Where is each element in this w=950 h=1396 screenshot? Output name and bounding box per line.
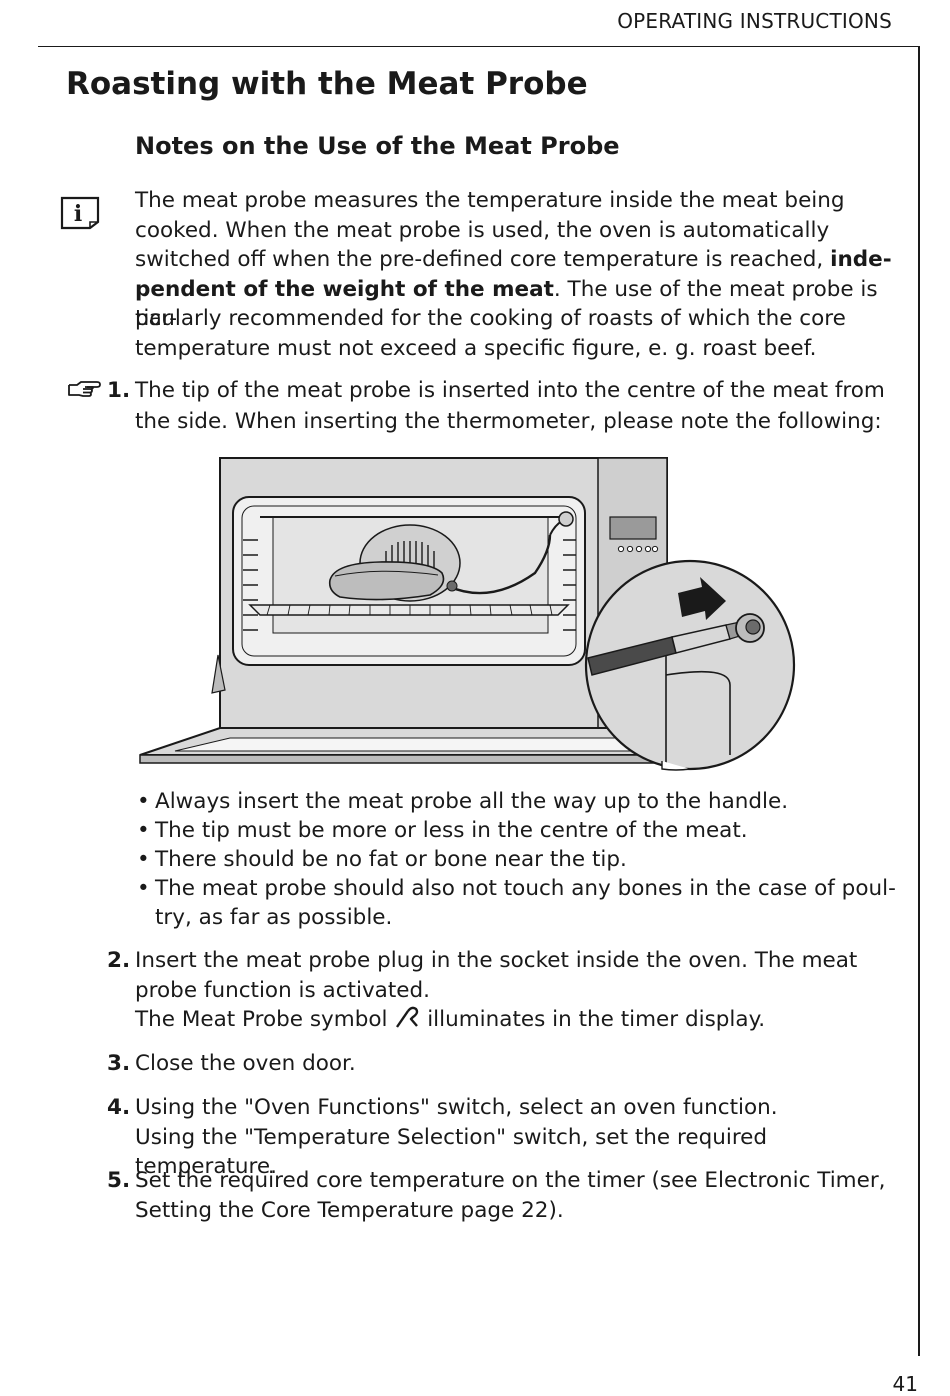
note-line-5: ticularly recommended for the cooking of…	[135, 306, 846, 331]
step-3-line-1: Close the oven door.	[135, 1051, 356, 1076]
meat-probe-icon	[396, 1006, 419, 1028]
note-line-6: temperature must not exceed a specific f…	[135, 335, 817, 361]
bullet-glyph: •	[137, 876, 150, 901]
step-4-line-1: Using the "Oven Functions" switch, selec…	[135, 1095, 778, 1120]
bullet-item-3: •There should be no fat or bone near the…	[137, 845, 627, 874]
note-bold-a: inde-	[830, 247, 892, 272]
step-4-line-2: Using the "Temperature Selection" switch…	[135, 1124, 768, 1180]
page-number: 41	[892, 1372, 918, 1396]
step-5-number: 5.	[107, 1168, 131, 1193]
note-bold-b: pendent of the weight of the meat	[135, 276, 554, 302]
oven-with-meat-probe-illustration	[139, 457, 796, 771]
svg-text:i: i	[74, 201, 82, 227]
bullet-item-1: •Always insert the meat probe all the wa…	[137, 787, 788, 816]
right-margin-rule	[918, 46, 920, 1356]
info-icon: i	[60, 196, 100, 230]
step-1-number: 1.	[107, 378, 131, 403]
section-title: Notes on the Use of the Meat Probe	[135, 132, 620, 160]
step-1-line-2: the side. When inserting the thermometer…	[135, 409, 882, 434]
bullet-4-text: The meat probe should also not touch any…	[155, 876, 896, 901]
note-line-2: cooked. When the meat probe is used, the…	[135, 217, 830, 243]
step-2-number: 2.	[107, 948, 131, 973]
note-line-3-text: switched off when the pre-defined core t…	[135, 247, 824, 272]
step-2-line-1: Insert the meat probe plug in the socket…	[135, 948, 858, 973]
bullet-2-text: The tip must be more or less in the cent…	[155, 818, 748, 843]
step-2-line-3: The Meat Probe symbol illuminates in the…	[135, 1005, 900, 1035]
bullet-item-4: •The meat probe should also not touch an…	[137, 874, 896, 903]
step-3-number: 3.	[107, 1051, 131, 1076]
header-rule	[38, 46, 920, 47]
step-4-number: 4.	[107, 1095, 131, 1120]
note-rest-a: . The use of the meat probe is par-	[135, 276, 878, 332]
bullet-glyph: •	[137, 789, 150, 814]
note-line-3: switched off when the pre-defined core t…	[135, 245, 900, 275]
bullet-item-4-cont: try, as far as possible.	[155, 905, 393, 930]
bullet-glyph: •	[137, 847, 150, 872]
note-line-1: The meat probe measures the temperature …	[135, 188, 845, 213]
note-line-4: pendent of the weight of the meat. The u…	[135, 275, 900, 334]
bullet-item-2: •The tip must be more or less in the cen…	[137, 816, 748, 845]
step-5-line-2: Setting the Core Temperature page 22).	[135, 1197, 564, 1223]
step-2-line-2: probe function is activated.	[135, 977, 430, 1003]
step-2-line-3-a: The Meat Probe symbol	[135, 1007, 388, 1032]
bullet-glyph: •	[137, 818, 150, 843]
bullet-1-text: Always insert the meat probe all the way…	[155, 789, 789, 814]
step-2-line-3-b: illuminates in the timer display.	[427, 1007, 766, 1032]
step-1-line-1: The tip of the meat probe is inserted in…	[135, 378, 885, 403]
bullet-3-text: There should be no fat or bone near the …	[155, 847, 627, 872]
pointing-hand-icon	[68, 381, 101, 397]
header-section-label: OPERATING INSTRUCTIONS	[617, 9, 892, 33]
page-title: Roasting with the Meat Probe	[66, 66, 588, 102]
step-5-line-1: Set the required core temperature on the…	[135, 1168, 886, 1193]
